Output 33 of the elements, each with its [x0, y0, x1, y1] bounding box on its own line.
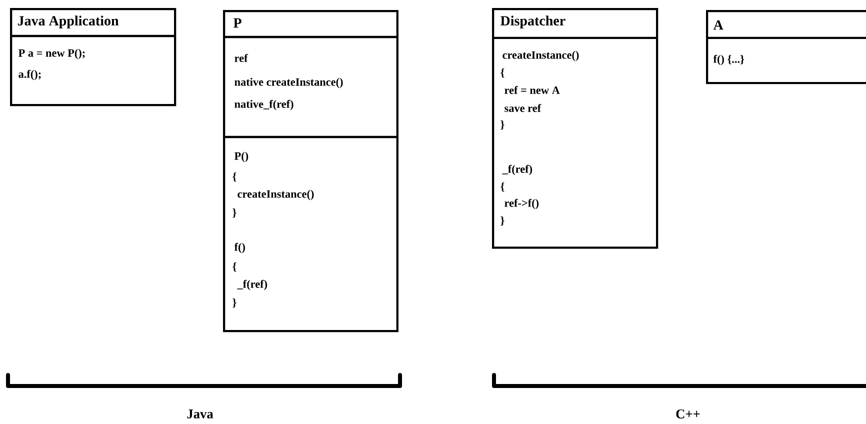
code-line: _f(ref): [237, 280, 268, 290]
code-line: save ref: [504, 104, 542, 112]
class-box: [492, 8, 658, 249]
code-line: P a = new P();: [18, 48, 85, 60]
class-box: [706, 10, 866, 84]
code-line: ref->f(): [504, 198, 539, 210]
code-line: {: [232, 172, 236, 182]
section-label: C++: [676, 410, 700, 418]
code-line: {: [232, 262, 236, 272]
code-line: {: [500, 68, 504, 78]
code-line: {: [500, 182, 504, 192]
class-name: Dispatcher: [500, 16, 566, 28]
class-box: [223, 10, 398, 332]
code-line: ref: [234, 54, 248, 62]
class-name: P: [234, 18, 242, 28]
code-line: }: [500, 120, 504, 130]
section-label: Java: [187, 410, 214, 418]
code-line: createInstance(): [502, 50, 579, 62]
code-line: createInstance(): [238, 190, 314, 200]
code-line: f() {...}: [713, 54, 744, 66]
code-line: native createInstance(): [234, 78, 343, 88]
code-line: _f(ref): [502, 164, 532, 176]
class-box: [10, 8, 176, 106]
code-line: a.f();: [18, 70, 41, 80]
code-line: P(): [234, 152, 248, 162]
code-line: f(): [234, 242, 245, 254]
code-line: }: [500, 216, 504, 226]
code-line: ref = new A: [504, 86, 560, 94]
code-line: native_f(ref): [234, 100, 294, 110]
class-name: Java Application: [18, 16, 119, 28]
code-line: }: [232, 298, 236, 308]
class-name: A: [713, 20, 724, 30]
code-line: }: [232, 208, 236, 218]
